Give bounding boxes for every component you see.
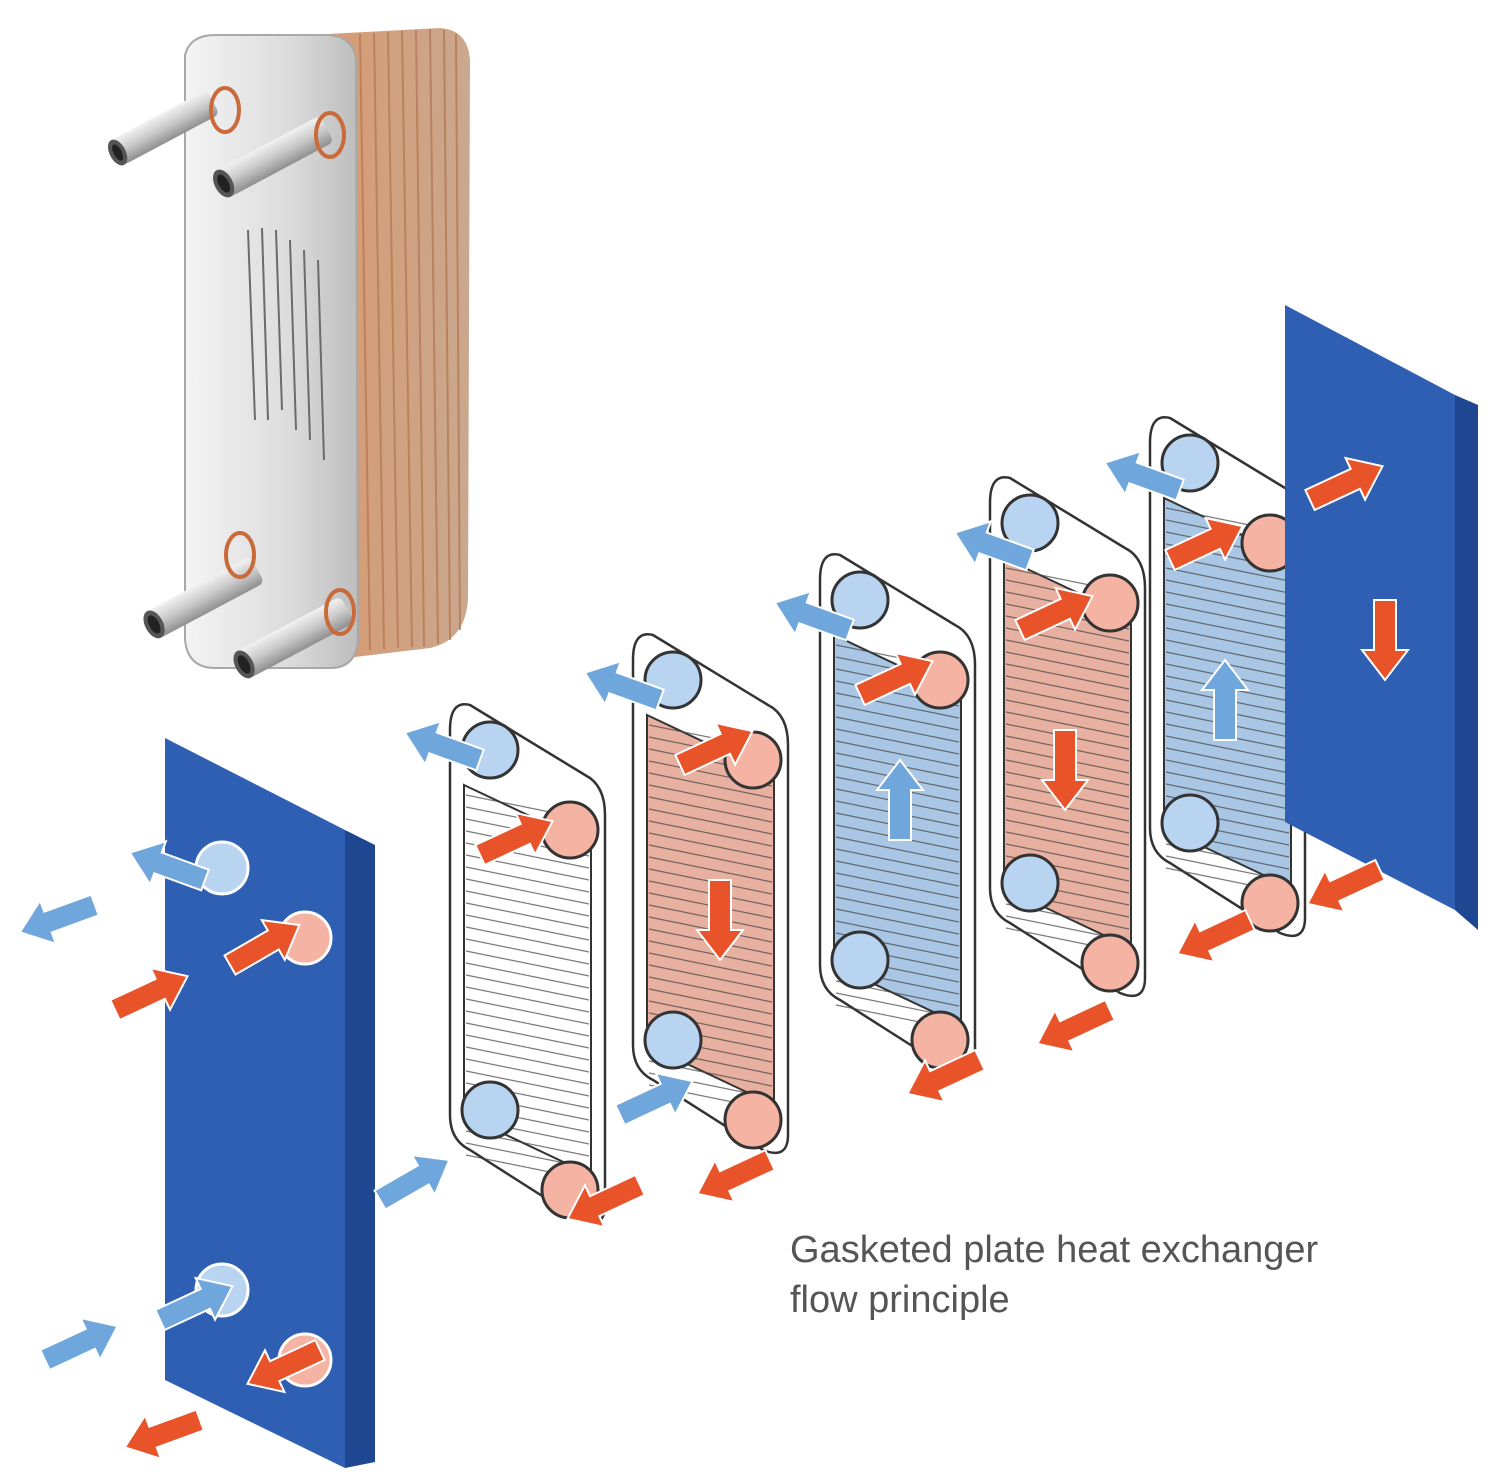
cold-flow-arrow-icon — [773, 589, 856, 642]
hot-flow-arrow-icon — [1014, 586, 1094, 642]
steel-front-plate — [184, 34, 360, 669]
port-icon — [643, 1010, 703, 1070]
port-icon — [1160, 793, 1220, 853]
port-icon — [1000, 853, 1060, 913]
hot-flow-arrow-icon — [674, 721, 754, 777]
port-icon — [1080, 933, 1140, 993]
cold-flow-arrow-icon — [614, 1071, 694, 1127]
port-icon — [540, 800, 600, 860]
caption-line-1: Gasketed plate heat exchanger — [790, 1229, 1319, 1271]
cold-flow-arrow-icon — [154, 1276, 234, 1332]
hot-flow-arrow-icon — [1039, 729, 1091, 812]
hot-flow-arrow-icon — [223, 918, 301, 976]
label-text-lines — [247, 227, 325, 461]
hot-flow-arrow-icon — [123, 1408, 206, 1461]
hot-flow-arrow-icon — [566, 1173, 646, 1229]
hot-flow-arrow-icon — [109, 966, 189, 1022]
diagram-caption: Gasketed plate heat exchanger flow princ… — [790, 1225, 1470, 1325]
cold-flow-arrow-icon — [128, 839, 211, 892]
cold-flow-arrow-icon — [1199, 658, 1251, 741]
port-icon — [830, 930, 890, 990]
hot-flow-arrow-icon — [906, 1048, 986, 1104]
port-icon — [723, 1090, 783, 1150]
hot-flow-arrow-icon — [1359, 599, 1411, 682]
hot-flow-arrow-icon — [1036, 998, 1116, 1054]
port-icon — [1240, 873, 1300, 933]
cold-flow-arrow-icon — [583, 659, 666, 712]
port-icon — [460, 1080, 520, 1140]
hot-flow-arrow-icon — [694, 879, 746, 962]
hot-flow-arrow-icon — [1304, 456, 1384, 512]
hot-flow-arrow-icon — [246, 1338, 326, 1394]
hot-flow-arrow-icon — [696, 1148, 776, 1204]
port-icon — [830, 570, 890, 630]
hot-flow-arrow-icon — [474, 811, 554, 867]
front-frame-plate — [165, 738, 375, 1468]
cold-flow-arrow-icon — [953, 519, 1036, 572]
port-icon — [1080, 573, 1140, 633]
hot-flow-arrow-icon — [1306, 858, 1386, 914]
cold-flow-arrow-icon — [373, 1153, 451, 1211]
hot-flow-arrow-icon — [854, 651, 934, 707]
pipe-connectors — [107, 86, 356, 679]
cold-flow-arrow-icon — [403, 719, 486, 772]
cold-flow-arrow-icon — [874, 758, 926, 841]
rear-frame-plate — [1285, 305, 1478, 930]
hot-flow-arrow-icon — [1164, 516, 1244, 572]
hot-flow-arrow-icon — [1176, 908, 1256, 964]
cold-flow-arrow-icon — [1103, 449, 1186, 502]
brazed-heat-exchanger-photo — [107, 28, 470, 679]
cold-flow-arrow-icon — [18, 893, 101, 946]
heat-transfer-plate — [448, 703, 607, 1225]
cold-flow-arrow-icon — [39, 1316, 119, 1372]
caption-line-2: flow principle — [790, 1279, 1010, 1321]
